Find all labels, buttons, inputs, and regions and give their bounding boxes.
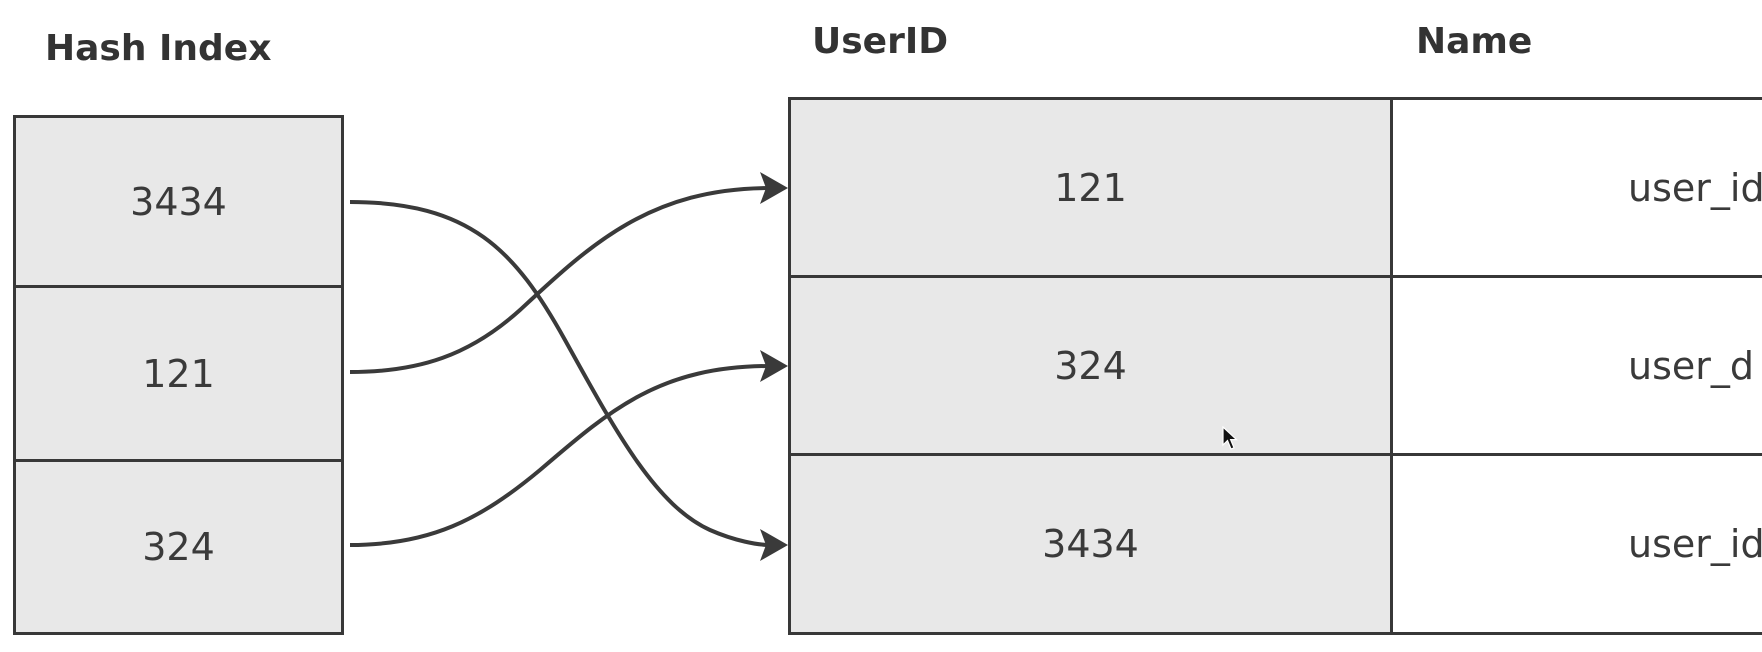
user-table: 121 user_id 324 user_d 3434 user_id [788,97,1762,635]
userid-cell: 121 [791,100,1393,275]
table-row: 121 user_id [791,100,1762,278]
arrowhead-icon [760,172,788,204]
userid-cell: 3434 [791,456,1393,632]
name-cell: user_d [1628,343,1755,388]
arrow-324 [349,364,771,547]
name-cell: user_id [1628,522,1762,566]
hash-index-title: Hash Index [45,28,272,69]
table-row: 324 user_d [791,278,1762,456]
name-cell: user_id [1628,165,1762,210]
userid-cell: 324 [791,278,1393,453]
arrowhead-icon [760,529,788,561]
mouse-pointer-icon [1222,426,1239,450]
arrowhead-icon [760,350,788,382]
arrow-121 [349,186,771,374]
hash-entry: 121 [16,288,341,462]
hash-index-box: 3434 121 324 [13,115,344,635]
hash-entry: 324 [142,525,215,569]
table-row: 3434 user_id [791,456,1762,632]
name-column-header: Name [1416,21,1533,62]
hash-entry: 3434 [16,118,341,288]
userid-column-header: UserID [812,21,949,62]
arrow-3434 [349,200,771,547]
